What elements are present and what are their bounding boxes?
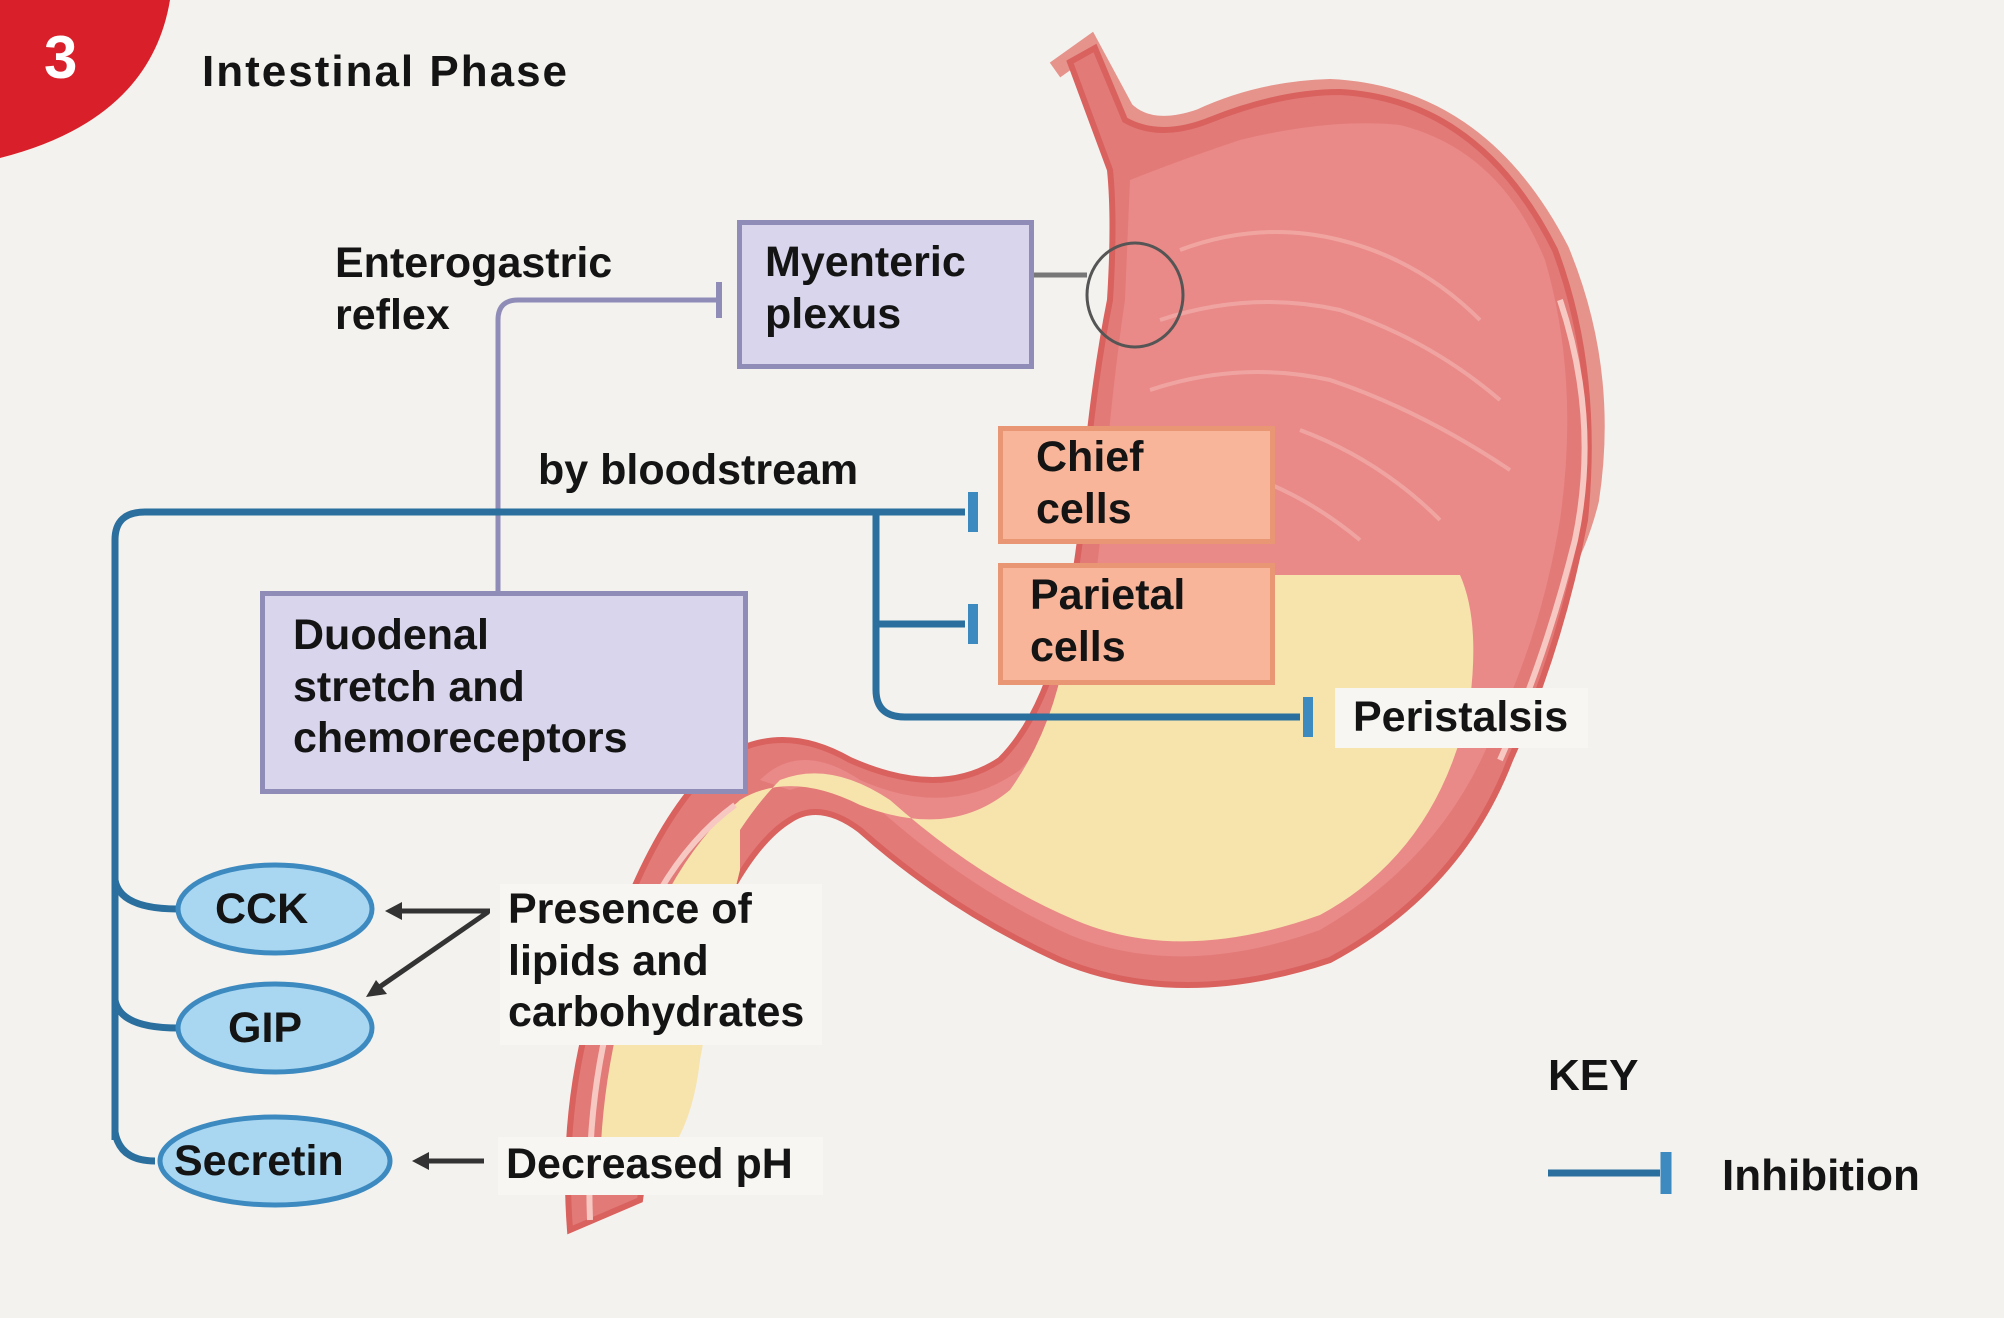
chief-box: [998, 426, 1275, 544]
phase-number: 3: [44, 24, 78, 91]
parietal-label: Parietal cells: [1030, 571, 1186, 671]
duodenal-label: Duodenal stretch and chemoreceptors: [293, 611, 628, 763]
cck-label: CCK: [215, 885, 309, 933]
key-inhibition-label: Inhibition: [1722, 1151, 1920, 1200]
ph-label: Decreased pH: [498, 1137, 823, 1195]
gip-node: [175, 981, 375, 1075]
phase-badge: [0, 0, 170, 158]
page-title: Intestinal Phase: [202, 47, 570, 96]
magnifier-circle: [1085, 241, 1185, 349]
secretin-label: Secretin: [174, 1137, 344, 1185]
enterogastric-label: Enterogastric reflex: [335, 239, 613, 339]
myenteric-box: [737, 220, 1034, 369]
secretin-node: [157, 1114, 393, 1208]
chyme: [600, 575, 1474, 1180]
cck-node: [175, 862, 375, 956]
parietal-box: [998, 563, 1275, 685]
stimulus-arrows: [366, 902, 490, 1170]
peristalsis-label: Peristalsis: [1335, 688, 1589, 748]
inhibition-lines: [111, 508, 1300, 1165]
enterogastric-line: [495, 297, 717, 591]
bloodstream-label: by bloodstream: [538, 446, 859, 494]
gip-label: GIP: [228, 1004, 303, 1052]
lipids-label: Presence of lipids and carbohydrates: [500, 884, 823, 1045]
myenteric-label: Myenteric plexus: [765, 238, 966, 338]
key-title: KEY: [1548, 1051, 1639, 1100]
duodenal-box: [260, 591, 748, 794]
chief-label: Chief cells: [1036, 433, 1144, 533]
inhibition-bars: [968, 492, 1313, 737]
